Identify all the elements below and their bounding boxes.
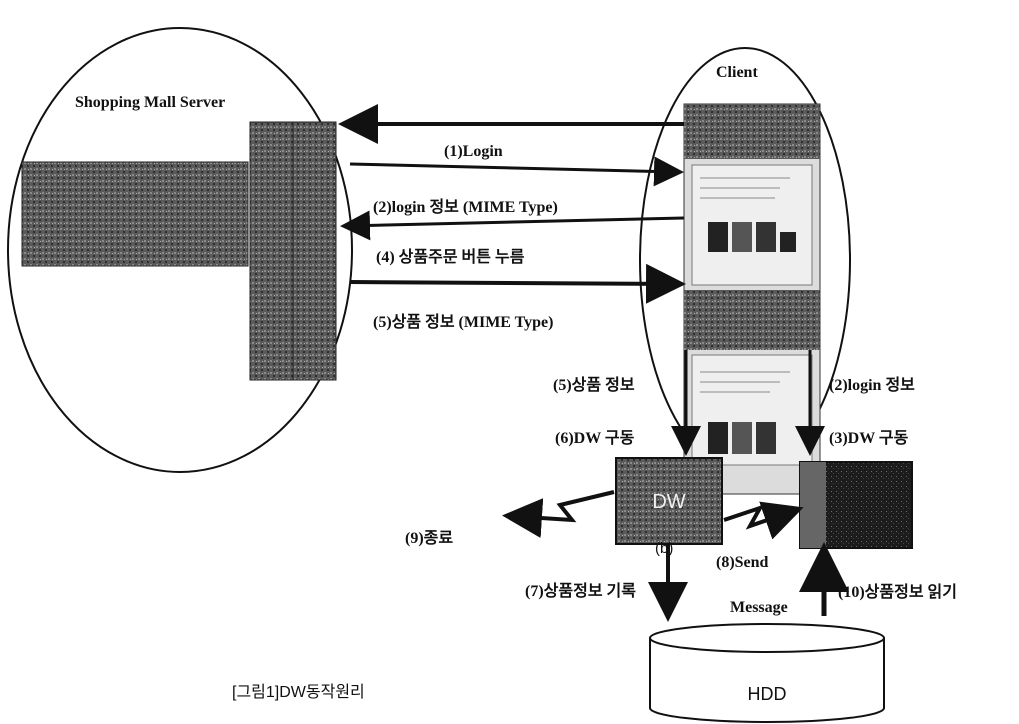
label-product-info-mime: (5)상품 정보 (MIME Type) xyxy=(373,313,554,331)
label-exit: (9)종료 xyxy=(405,529,453,547)
client-screenshot-image xyxy=(684,104,820,494)
zigzag-exit-arrow xyxy=(510,492,614,520)
label-login-info: (2)login 정보 xyxy=(829,376,915,394)
figure-caption: [그림1]DW동작원리 xyxy=(232,683,365,701)
dw-label: DW xyxy=(652,491,685,513)
hdd-cylinder xyxy=(650,624,884,722)
label-login-info-mime: (2)login 정보 (MIME Type) xyxy=(373,198,558,216)
label-b: (b) xyxy=(655,540,673,557)
label-message: Message xyxy=(730,599,788,616)
arrow-order xyxy=(350,282,678,284)
label-send: (8)Send xyxy=(716,554,769,571)
label-order-click: (4) 상품주문 버튼 누름 xyxy=(376,248,525,266)
label-read: (10)상품정보 읽기 xyxy=(838,583,957,601)
client-title: Client xyxy=(716,64,758,81)
label-product-info: (5)상품 정보 xyxy=(553,376,635,394)
label-dw-run-3: (3)DW 구동 xyxy=(829,429,909,447)
arrow-login xyxy=(350,164,678,172)
hdd-label: HDD xyxy=(748,684,787,704)
label-dw-run-6: (6)DW 구동 xyxy=(555,429,635,447)
zigzag-send-arrow xyxy=(724,508,796,526)
label-login: (1)Login xyxy=(444,143,503,160)
arrow-login-info xyxy=(346,218,684,226)
label-record: (7)상품정보 기록 xyxy=(525,582,636,600)
server-monitor-image xyxy=(22,162,248,266)
server-title: Shopping Mall Server xyxy=(75,94,225,111)
